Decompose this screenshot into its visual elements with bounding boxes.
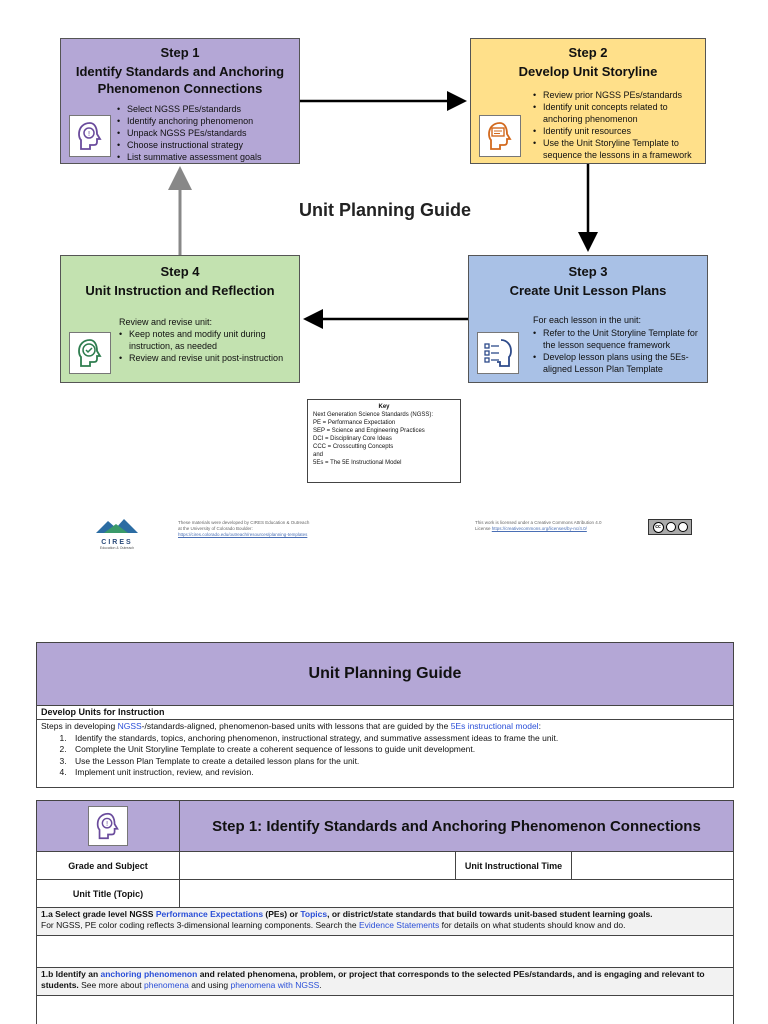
step1-item: Choose instructional strategy (117, 139, 299, 151)
key-line: PE = Performance Expectation (313, 420, 396, 426)
unit-title-label: Unit Title (Topic) (36, 880, 180, 908)
step1-box: Step 1 Identify Standards and Anchoring … (60, 38, 300, 164)
svg-text:!: ! (106, 820, 109, 828)
flow-arrows (168, 91, 598, 329)
q1b-response-area[interactable] (36, 996, 734, 1024)
step3-list: Refer to the Unit Storyline Template for… (533, 327, 705, 375)
step2-item: Identify unit resources (533, 125, 705, 137)
ngss-link[interactable]: NGSS (117, 721, 142, 731)
step4-list: Keep notes and modify unit during instru… (119, 328, 295, 364)
key-line: SEP = Science and Engineering Practices (313, 428, 425, 434)
develop-intro: Steps in developing NGSS-/standards-alig… (41, 721, 541, 731)
nc-icon (677, 522, 688, 532)
key-line: DCI = Disciplinary Core Ideas (313, 436, 392, 442)
phenomena-link[interactable]: phenomena (144, 980, 189, 990)
topics-link[interactable]: Topics (300, 909, 328, 919)
key-title: Key (378, 404, 390, 410)
cires-logo-text: CIRES (101, 539, 133, 546)
step4-item: Review and revise unit post-instruction (119, 352, 295, 364)
head-question-icon: ! (88, 806, 128, 846)
step4-intro: Review and revise unit: (119, 317, 213, 327)
step2-number: Step 2 (568, 45, 608, 60)
step2-box: Step 2 Develop Unit Storyline Review pri… (470, 38, 706, 164)
license-link[interactable]: https://creativecommons.org/licenses/by-… (491, 526, 587, 531)
q1a-response-area[interactable] (36, 936, 734, 968)
key-line: and (313, 452, 324, 458)
step1-table-icon-cell: ! (36, 800, 180, 852)
develop-body: Steps in developing NGSS-/standards-alig… (36, 720, 734, 788)
develop-step: Identify the standards, topics, anchorin… (69, 733, 729, 745)
svg-text:!: ! (88, 130, 91, 138)
q1a-prompt: 1.a Select grade level NGSS Performance … (36, 908, 734, 936)
head-check-icon (69, 332, 111, 374)
footer-license: This work is licensed under a Creative C… (475, 520, 635, 532)
develop-step: Complete the Unit Storyline Template to … (69, 744, 729, 756)
instructional-time-input[interactable] (572, 852, 734, 880)
q1b-prompt: 1.b Identify an anchoring phenomenon and… (36, 968, 734, 996)
grade-subject-input[interactable] (180, 852, 456, 880)
step1-item: Unpack NGSS PEs/standards (117, 127, 299, 139)
license-line: This work is licensed under a Creative C… (475, 520, 602, 525)
credit-line: These materials were developed by CIRES … (178, 520, 310, 525)
unit-title-input[interactable] (180, 880, 734, 908)
step1-item: Select NGSS PEs/standards (117, 103, 299, 115)
step1-table-heading: Step 1: Identify Standards and Anchoring… (180, 800, 734, 852)
step2-item: Review prior NGSS PEs/standards (533, 89, 705, 101)
step3-number: Step 3 (568, 264, 608, 279)
step3-item: Refer to the Unit Storyline Template for… (533, 327, 705, 351)
phenomena-with-ngss-link[interactable]: phenomena with NGSS (230, 980, 320, 990)
develop-step: Implement unit instruction, review, and … (69, 767, 729, 779)
anchoring-phenomenon-link[interactable]: anchoring phenomenon (100, 969, 198, 979)
develop-step: Use the Lesson Plan Template to create a… (69, 756, 729, 768)
step1-list: Select NGSS PEs/standards Identify ancho… (117, 103, 299, 163)
key-line: Next Generation Science Standards (NGSS)… (313, 412, 434, 418)
key-box: Key Next Generation Science Standards (N… (307, 399, 461, 483)
credit-line: at the University of Colorado Boulder: (178, 526, 253, 531)
step4-title: Unit Instruction and Reflection (85, 283, 275, 298)
cires-logo[interactable]: CIRES Education & Outreach (94, 516, 140, 550)
key-line: 5Es = The 5E Instructional Model (313, 460, 402, 466)
key-line: CCC = Crosscutting Concepts (313, 444, 394, 450)
step1-title: Identify Standards and Anchoring Phenome… (75, 64, 285, 96)
by-icon (665, 522, 676, 532)
evidence-statements-link[interactable]: Evidence Statements (358, 920, 440, 930)
credit-link[interactable]: https://cires.colorado.edu/outreach/reso… (178, 532, 308, 537)
guide-title: Unit Planning Guide (36, 642, 734, 706)
cires-logo-sub: Education & Outreach (99, 546, 135, 550)
diagram-center-title: Unit Planning Guide (299, 200, 471, 220)
head-chat-icon (479, 115, 521, 157)
footer-credit: These materials were developed by CIRES … (178, 520, 368, 538)
head-question-icon: ! (69, 115, 111, 157)
grade-subject-label: Grade and Subject (36, 852, 180, 880)
instructional-time-label: Unit Instructional Time (456, 852, 572, 880)
step3-intro: For each lesson in the unit: (533, 315, 642, 325)
develop-heading: Develop Units for Instruction (36, 706, 734, 720)
cc-by-nc-badge[interactable]: cc (648, 519, 692, 535)
step4-item: Keep notes and modify unit during instru… (119, 328, 295, 352)
head-list-icon (477, 332, 519, 374)
step2-list: Review prior NGSS PEs/standards Identify… (533, 89, 705, 161)
step4-box: Step 4 Unit Instruction and Reflection R… (60, 255, 300, 383)
step3-item: Develop lesson plans using the 5Es-align… (533, 351, 705, 375)
develop-steps-list: Identify the standards, topics, anchorin… (47, 733, 729, 779)
step4-number: Step 4 (160, 264, 200, 279)
step3-title: Create Unit Lesson Plans (509, 283, 667, 298)
step2-item: Use the Unit Storyline Template to seque… (533, 137, 705, 161)
step1-item: List summative assessment goals (117, 151, 299, 163)
step1-item: Identify anchoring phenomenon (117, 115, 299, 127)
license-line: License (475, 526, 491, 531)
5es-model-link[interactable]: 5Es instructional model (450, 721, 539, 731)
step3-box: Step 3 Create Unit Lesson Plans For each… (468, 255, 708, 383)
cc-icon: cc (652, 521, 664, 533)
step2-title: Develop Unit Storyline (518, 64, 658, 79)
step2-item: Identify unit concepts related to anchor… (533, 101, 705, 125)
step1-number: Step 1 (160, 45, 200, 60)
performance-expectations-link[interactable]: Performance Expectations (155, 909, 264, 919)
